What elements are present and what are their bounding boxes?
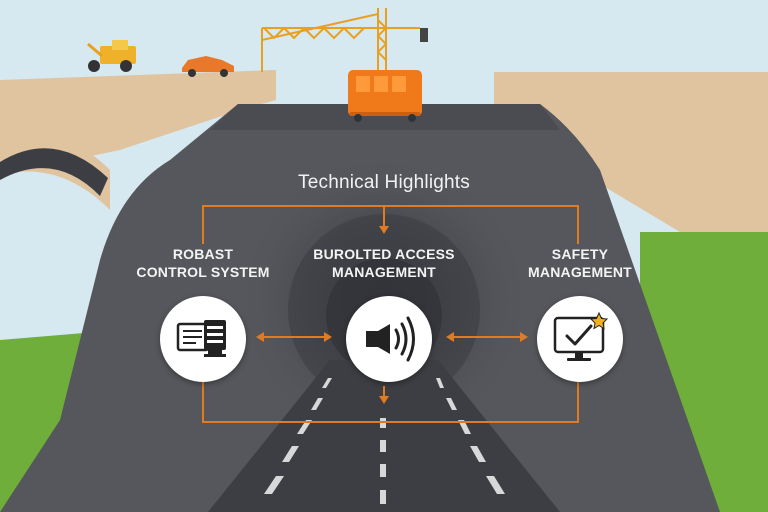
loader-truck	[87, 40, 136, 72]
node-label-access: BUROLTED ACCESS MANAGEMENT	[294, 245, 474, 281]
tunnel-shadow	[0, 148, 108, 196]
terrain-right-slope	[494, 72, 768, 232]
node-label-control-line2: CONTROL SYSTEM	[136, 264, 270, 280]
connector-lines	[202, 205, 579, 423]
diagram-title: Technical Highlights	[298, 172, 470, 193]
road-top-edge	[210, 104, 560, 130]
speaker-icon	[366, 316, 415, 362]
orange-bus	[348, 70, 422, 122]
node-label-control: ROBAST CONTROL SYSTEM	[118, 245, 288, 281]
crane-weight	[420, 28, 428, 42]
node-label-safety: SAFETY MANAGEMENT	[498, 245, 662, 281]
node-access-management	[346, 296, 432, 382]
node-label-control-line1: ROBAST	[172, 246, 234, 262]
node-label-access-line1: BUROLTED ACCESS	[313, 246, 455, 262]
node-label-safety-line2: MANAGEMENT	[528, 264, 632, 280]
connector-arrowheads	[256, 226, 528, 404]
node-control-system	[160, 296, 246, 382]
lower-road	[208, 360, 560, 512]
node-safety-management	[537, 296, 623, 382]
node-label-safety-line1: SAFETY	[551, 246, 609, 262]
crane-illustration	[261, 8, 420, 72]
server-monitor-icon	[176, 320, 226, 357]
monitor-check-star-icon	[553, 311, 609, 361]
node-label-access-line2: MANAGEMENT	[332, 264, 436, 280]
car	[182, 56, 234, 77]
